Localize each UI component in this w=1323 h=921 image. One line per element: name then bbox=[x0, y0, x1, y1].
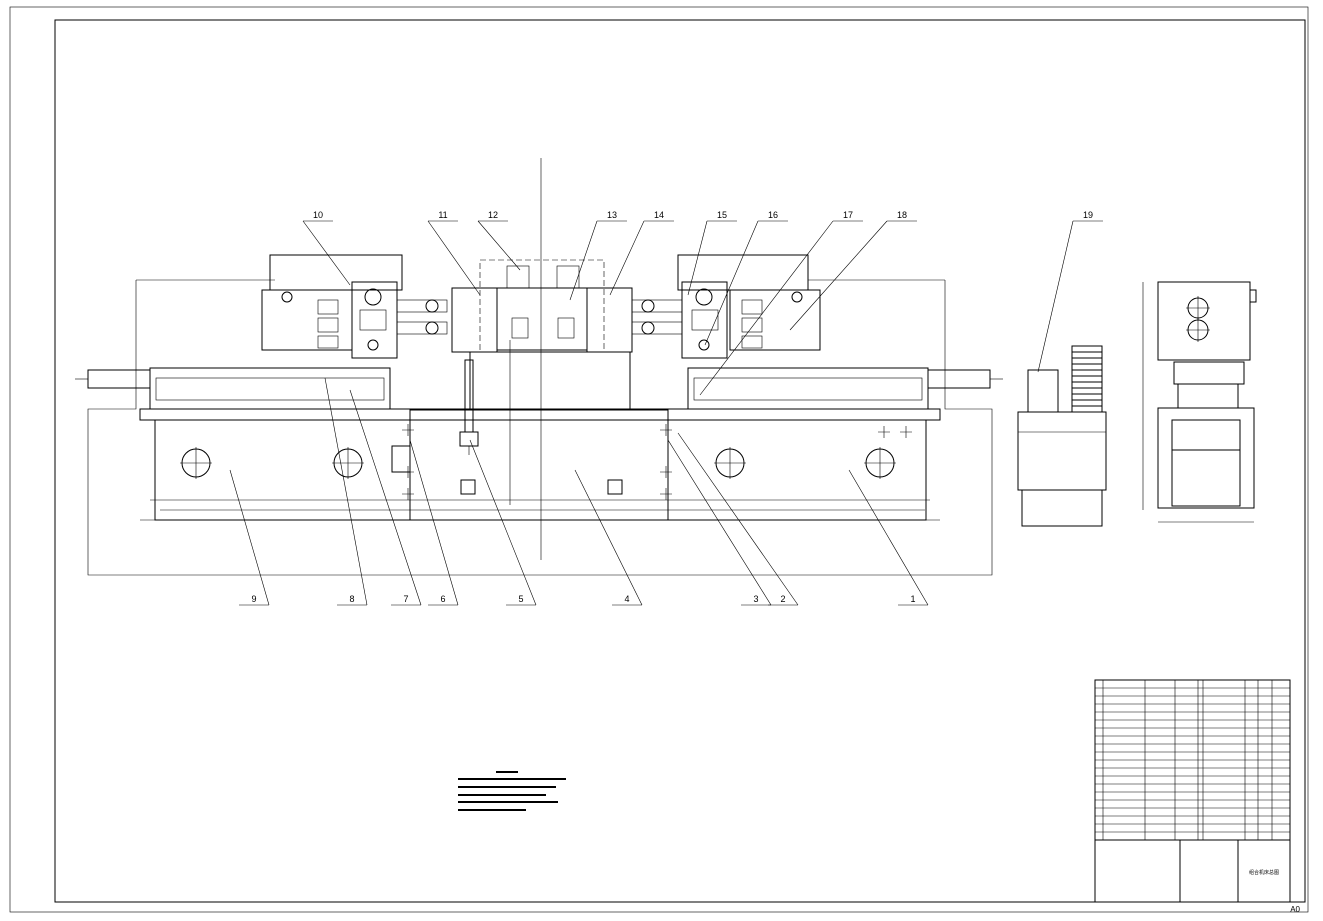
balloon-15: 15 bbox=[687, 210, 737, 296]
balloon-18: 18 bbox=[789, 210, 917, 331]
balloon-number: 16 bbox=[768, 210, 778, 220]
balloon-number: 15 bbox=[717, 210, 727, 220]
drawing-title: 组合机床总图 bbox=[1249, 869, 1279, 876]
right-spindle-box bbox=[586, 287, 633, 353]
balloon-number: 18 bbox=[897, 210, 907, 220]
left-spindle-box bbox=[451, 287, 498, 353]
balloon-8: 8 bbox=[324, 377, 368, 606]
center-base bbox=[409, 409, 669, 521]
balloon-number: 17 bbox=[843, 210, 853, 220]
right-bed-base bbox=[667, 419, 927, 521]
balloon-7: 7 bbox=[349, 389, 422, 606]
balloon-number: 12 bbox=[488, 210, 498, 220]
left-motor bbox=[261, 289, 353, 351]
balloon-11: 11 bbox=[427, 210, 481, 296]
title-block: 组合机床总图 bbox=[1094, 839, 1291, 903]
inner-drawing-frame bbox=[54, 19, 1306, 903]
balloon-number: 6 bbox=[440, 594, 445, 604]
balloon-13: 13 bbox=[569, 210, 627, 301]
balloon-16: 16 bbox=[704, 210, 788, 346]
balloon-number: 2 bbox=[780, 594, 785, 604]
balloon-10: 10 bbox=[302, 210, 351, 286]
parts-list-table bbox=[1094, 679, 1291, 903]
balloon-number: 11 bbox=[438, 210, 447, 220]
balloon-12: 12 bbox=[477, 210, 521, 271]
balloon-number: 5 bbox=[518, 594, 523, 604]
balloon-number: 8 bbox=[349, 594, 354, 604]
balloon-2: 2 bbox=[677, 432, 799, 606]
balloon-6: 6 bbox=[409, 439, 459, 606]
balloon-number: 14 bbox=[654, 210, 664, 220]
balloon-17: 17 bbox=[699, 210, 863, 396]
balloon-4: 4 bbox=[574, 469, 643, 606]
end-view bbox=[1142, 281, 1257, 523]
balloon-number: 7 bbox=[403, 594, 408, 604]
fixture bbox=[496, 287, 588, 351]
right-slide-table bbox=[687, 367, 929, 410]
balloon-number: 4 bbox=[624, 594, 629, 604]
balloon-1: 1 bbox=[848, 469, 929, 606]
left-bed-base bbox=[154, 419, 411, 521]
right-motor bbox=[729, 289, 821, 351]
side-view-hydraulic bbox=[1017, 345, 1107, 527]
technical-notes bbox=[458, 771, 566, 811]
front-view bbox=[75, 158, 1003, 576]
balloon-9: 9 bbox=[229, 469, 270, 606]
balloon-number: 19 bbox=[1083, 210, 1093, 220]
balloon-number: 1 bbox=[910, 594, 915, 604]
balloon-number: 3 bbox=[753, 594, 758, 604]
balloon-number: 10 bbox=[313, 210, 323, 220]
balloon-5: 5 bbox=[469, 439, 537, 606]
balloon-14: 14 bbox=[609, 210, 674, 296]
outer-sheet-border bbox=[9, 6, 1309, 913]
balloon-19: 19 bbox=[1037, 210, 1103, 373]
sheet-size-label: A0 bbox=[1290, 905, 1300, 914]
balloon-number: 13 bbox=[607, 210, 617, 220]
balloon-3: 3 bbox=[667, 439, 772, 606]
balloon-number: 9 bbox=[251, 594, 256, 604]
